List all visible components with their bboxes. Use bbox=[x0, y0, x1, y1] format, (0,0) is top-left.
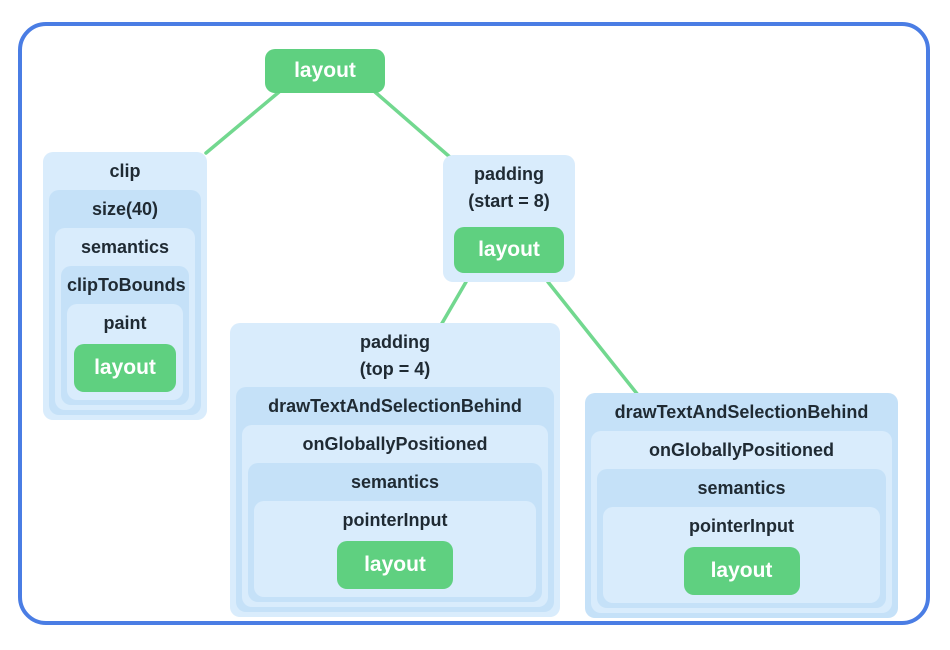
node-padding-top-chain: padding (top = 4) drawTextAndSelectionBe… bbox=[230, 323, 560, 617]
node-pointer-input-right: pointerInput layout bbox=[603, 507, 880, 603]
node-size40: size(40) semantics clipToBounds paint la… bbox=[49, 190, 201, 415]
label-clip-to-bounds: clipToBounds bbox=[67, 275, 186, 295]
node-semantics-mid: semantics pointerInput layout bbox=[248, 463, 542, 602]
node-padding-start: padding (start = 8) layout bbox=[443, 155, 575, 282]
label-paint: paint bbox=[103, 313, 147, 333]
label-draw-text-mid: drawTextAndSelectionBehind bbox=[268, 396, 522, 416]
node-pointer-input-mid: pointerInput layout bbox=[254, 501, 536, 597]
label-padding-top: padding (top = 4) bbox=[236, 323, 554, 387]
node-paint: paint layout bbox=[67, 304, 183, 400]
node-on-globally-positioned-mid: onGloballyPositioned semantics pointerIn… bbox=[242, 425, 548, 607]
label-padding-top-line1: padding bbox=[360, 332, 430, 352]
label-pointer-input-right: pointerInput bbox=[689, 516, 794, 536]
label-padding-start-line2: (start = 8) bbox=[468, 191, 550, 211]
label-clip-semantics: semantics bbox=[80, 237, 170, 257]
label-on-globally-positioned-mid: onGloballyPositioned bbox=[302, 434, 488, 454]
node-layout-leaf-padding-start: layout bbox=[454, 227, 564, 273]
diagram-frame bbox=[18, 22, 930, 625]
node-on-globally-positioned-right: onGloballyPositioned semantics pointerIn… bbox=[591, 431, 892, 613]
node-layout-leaf-right: layout bbox=[683, 547, 800, 595]
edge-root-to-padding-start bbox=[373, 90, 453, 160]
label-size40: size(40) bbox=[91, 199, 159, 219]
label-semantics-right: semantics bbox=[697, 478, 786, 498]
node-draw-text-mid: drawTextAndSelectionBehind onGloballyPos… bbox=[236, 387, 554, 612]
node-layout-root: layout bbox=[265, 49, 385, 93]
label-pointer-input-mid: pointerInput bbox=[342, 510, 448, 530]
node-layout-leaf-clip: layout bbox=[74, 344, 176, 392]
node-clip-to-bounds: clipToBounds paint layout bbox=[61, 266, 189, 405]
edge-padding-start-to-padding-top bbox=[439, 280, 468, 327]
node-semantics-right: semantics pointerInput layout bbox=[597, 469, 886, 608]
label-padding-top-line2: (top = 4) bbox=[359, 359, 431, 379]
edge-root-to-clip bbox=[204, 90, 281, 155]
label-padding-start: padding (start = 8) bbox=[449, 155, 569, 219]
label-clip: clip bbox=[109, 161, 141, 181]
label-draw-text-right: drawTextAndSelectionBehind bbox=[614, 402, 869, 422]
label-semantics-mid: semantics bbox=[350, 472, 440, 492]
edge-padding-start-to-draw-text bbox=[546, 280, 640, 397]
node-layout-leaf-mid: layout bbox=[337, 541, 453, 589]
node-draw-text-chain: drawTextAndSelectionBehind onGloballyPos… bbox=[585, 393, 898, 618]
label-padding-start-line1: padding bbox=[474, 164, 544, 184]
node-clip-chain: clip size(40) semantics clipToBounds pai… bbox=[43, 152, 207, 420]
node-clip-semantics: semantics clipToBounds paint layout bbox=[55, 228, 195, 410]
label-on-globally-positioned-right: onGloballyPositioned bbox=[648, 440, 834, 460]
